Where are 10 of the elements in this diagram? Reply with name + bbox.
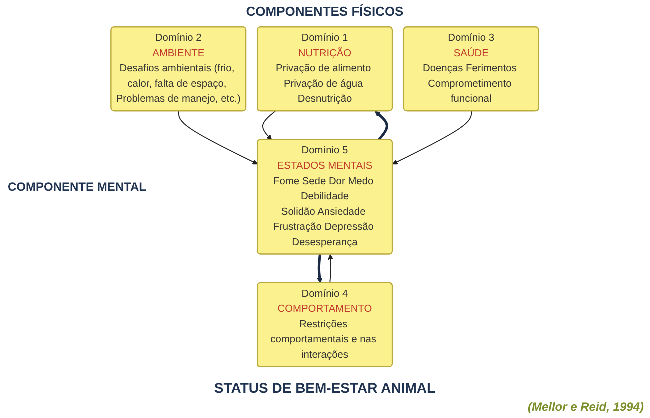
arrow xyxy=(328,254,334,284)
footer-heading: STATUS DE BEM-ESTAR ANIMAL xyxy=(213,380,437,396)
arrow xyxy=(374,111,388,141)
citation-text: (Mellor e Reid, 1994) xyxy=(528,400,644,414)
arrow xyxy=(178,110,258,165)
arrow xyxy=(317,254,323,284)
section-heading: COMPONENTE MENTAL xyxy=(8,180,146,194)
section-heading: COMPONENTES FÍSICOS xyxy=(245,4,405,19)
arrow xyxy=(392,110,472,165)
arrow xyxy=(262,110,276,140)
